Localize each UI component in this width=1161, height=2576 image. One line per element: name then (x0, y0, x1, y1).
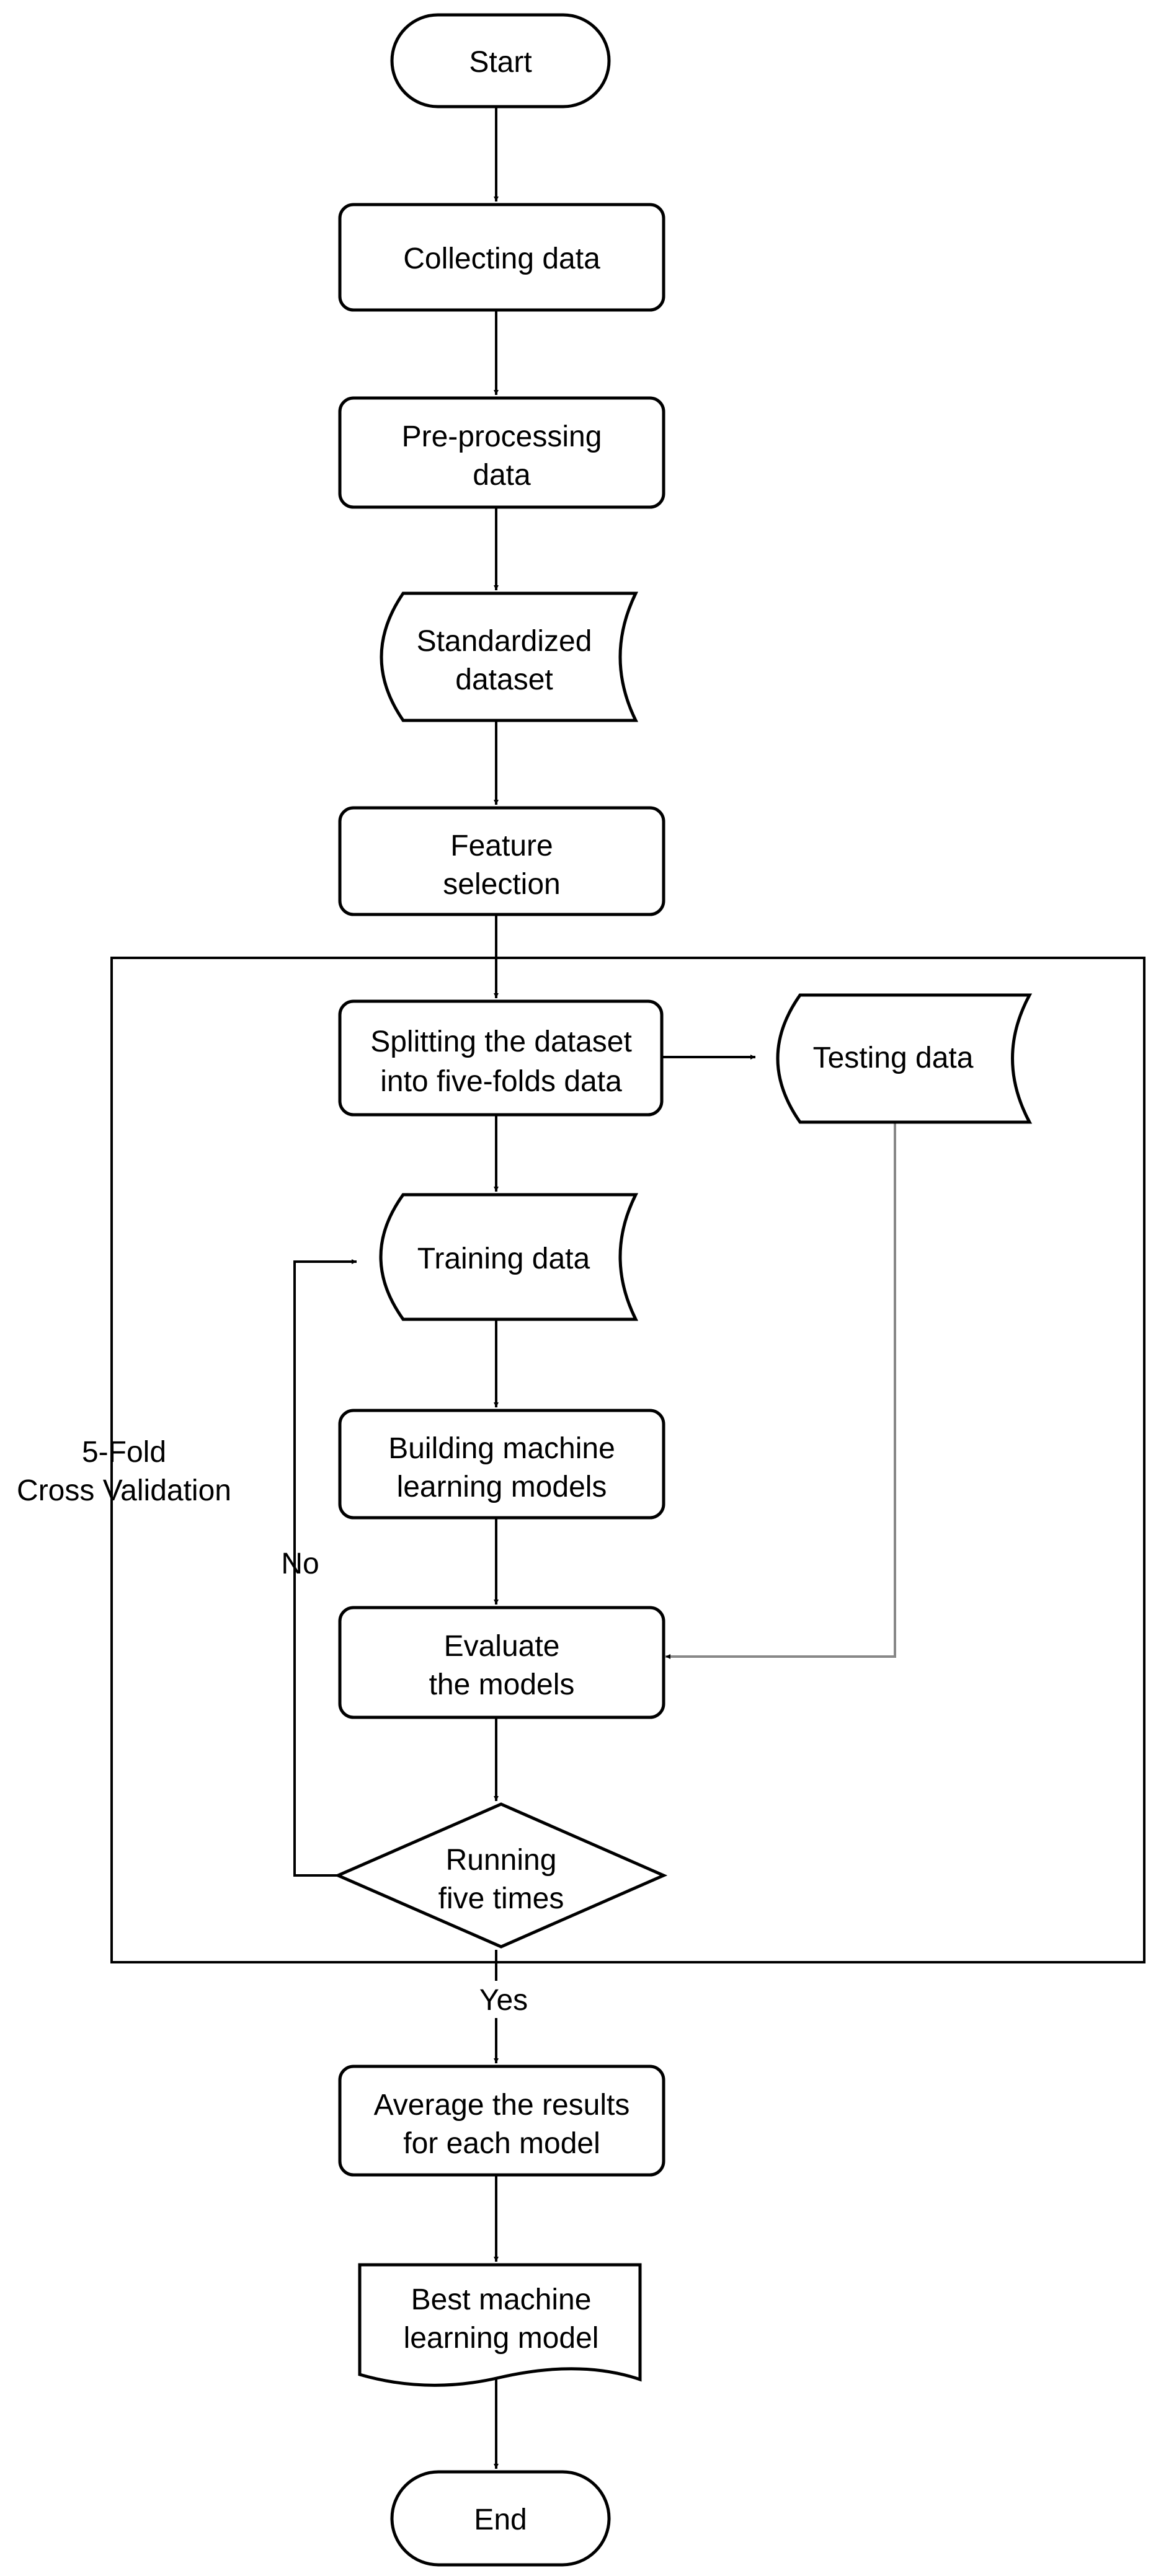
preprocessing-data-label-2: data (473, 459, 531, 492)
edge-testing-evaluate (665, 1122, 896, 1659)
standardized-dataset-label-1: Standardized (417, 625, 592, 658)
building-models-node[interactable]: Building machine learning models (338, 1409, 665, 1520)
cv-label-line2: Cross Validation (17, 1474, 231, 1507)
cross-validation-container (110, 957, 1145, 1963)
standardized-dataset-node[interactable]: Standardized dataset (380, 591, 639, 722)
edge-running-training-no (293, 1259, 357, 1877)
best-model-label-2: learning model (404, 2322, 599, 2355)
running-five-times-label-1: Running (446, 1844, 557, 1877)
standardized-dataset-label-2: dataset (455, 663, 553, 696)
collecting-data-node[interactable]: Collecting data (338, 203, 665, 312)
collecting-data-label: Collecting data (403, 242, 600, 275)
splitting-dataset-label-1: Splitting the dataset (370, 1025, 632, 1058)
feature-selection-label-2: selection (443, 868, 560, 901)
start-label: Start (469, 46, 532, 79)
training-data-node[interactable]: Training data (379, 1193, 639, 1321)
running-five-times-decision[interactable]: Running five times (334, 1802, 668, 1949)
best-model-label-1: Best machine (411, 2283, 592, 2316)
label-yes: Yes (479, 1984, 528, 2017)
evaluate-models-node[interactable]: Evaluate the models (338, 1606, 665, 1719)
average-results-node[interactable]: Average the results for each model (338, 2065, 665, 2177)
feature-selection-node[interactable]: Feature selection (338, 806, 665, 916)
training-data-label: Training data (417, 1242, 590, 1275)
evaluate-models-label-1: Evaluate (444, 1630, 560, 1663)
splitting-dataset-node[interactable]: Splitting the dataset into five-folds da… (338, 999, 664, 1117)
preprocessing-data-node[interactable]: Pre-processing data (338, 396, 665, 509)
testing-data-node[interactable]: Testing data (776, 993, 1033, 1124)
cv-label-line1: 5-Fold (82, 1436, 166, 1469)
start-node[interactable]: Start (390, 13, 611, 108)
label-no: No (281, 1547, 319, 1580)
evaluate-models-label-2: the models (429, 1668, 575, 1701)
building-models-label-2: learning models (397, 1471, 607, 1503)
average-results-label-2: for each model (403, 2127, 600, 2160)
splitting-dataset-label-2: into five-folds data (380, 1065, 622, 1098)
testing-data-label: Testing data (813, 1042, 974, 1074)
best-model-node[interactable]: Best machine learning model (358, 2263, 642, 2387)
end-label: End (474, 2503, 527, 2536)
running-five-times-label-2: five times (438, 1882, 564, 1915)
average-results-label-1: Average the results (374, 2089, 630, 2122)
preprocessing-data-label-1: Pre-processing (402, 420, 602, 453)
building-models-label-1: Building machine (388, 1432, 615, 1465)
feature-selection-label-1: Feature (450, 830, 553, 862)
end-node[interactable]: End (390, 2470, 611, 2567)
label-yes-bg (468, 1981, 524, 2018)
